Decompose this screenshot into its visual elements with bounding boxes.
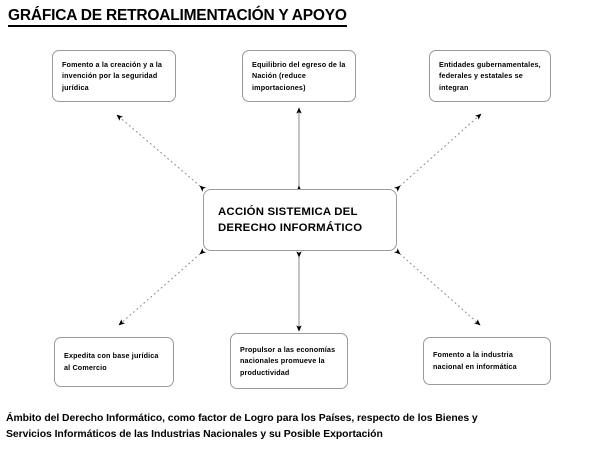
connector-center-to-bottom-right (394, 248, 481, 326)
node-center-label: ACCIÓN SISTEMICA DEL DERECHO INFORMÁTICO (204, 204, 396, 236)
caption-line-2: Servicios Informáticos de las Industrias… (6, 428, 383, 440)
page-title: GRÁFICA DE RETROALIMENTACIÓN Y APOYO (8, 7, 347, 28)
connector-center-to-top-right (394, 113, 482, 192)
diagram-caption: Ámbito del Derecho Informático, como fac… (6, 411, 594, 443)
node-top-center[interactable]: Equilibrio del egreso de la Nación (redu… (242, 50, 356, 102)
node-top-left[interactable]: Fomento a la creación y a la invención p… (52, 50, 176, 102)
node-top-right[interactable]: Entidades gubernamentales, federales y e… (429, 50, 551, 102)
node-bottom-left[interactable]: Expedita con base jurídica al Comercio (54, 337, 174, 387)
node-top-center-label: Equilibrio del egreso de la Nación (redu… (252, 59, 346, 92)
connector-center-to-top-left (116, 114, 207, 192)
node-bottom-left-label: Expedita con base jurídica al Comercio (64, 351, 159, 372)
caption-line-1: Ámbito del Derecho Informático, como fac… (6, 413, 478, 424)
node-top-right-label: Entidades gubernamentales, federales y e… (439, 59, 541, 92)
connector-center-to-bottom-left (118, 248, 206, 326)
node-bottom-right[interactable]: Fomento a la industria nacional en infor… (423, 337, 551, 385)
node-bottom-center-label: Propulsor a las economías nacionales pro… (240, 344, 336, 377)
node-top-left-label: Fomento a la creación y a la invención p… (62, 59, 163, 92)
node-center-line1: ACCIÓN SISTEMICA DEL (218, 205, 358, 218)
node-center-main[interactable]: ACCIÓN SISTEMICA DEL DERECHO INFORMÁTICO (203, 189, 397, 251)
node-bottom-center[interactable]: Propulsor a las economías nacionales pro… (230, 333, 348, 389)
node-bottom-right-label: Fomento a la industria nacional en infor… (433, 350, 517, 371)
node-center-line2: DERECHO INFORMÁTICO (218, 222, 363, 234)
